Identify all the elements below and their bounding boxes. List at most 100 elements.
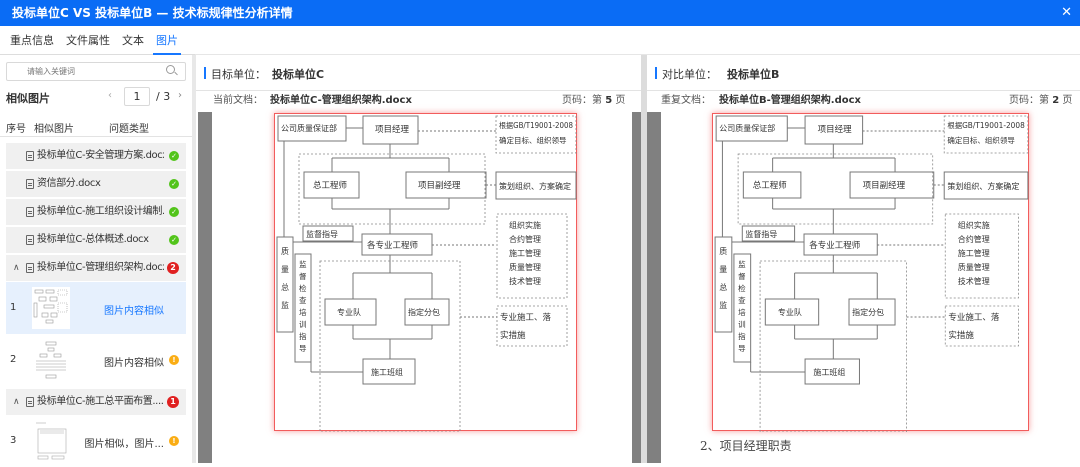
file-item[interactable]: 投标单位C-施工组织设计编制... ✓ (6, 199, 186, 225)
image-index: 1 (10, 302, 17, 313)
management-item: 合约管理 (958, 234, 990, 244)
tab-text[interactable]: 文本 (122, 34, 144, 47)
warning-icon: ! (169, 436, 179, 446)
pm-label: 项目经理 (375, 124, 410, 135)
inspection-char: 查 (738, 295, 746, 305)
column-header-index: 序号 (6, 124, 26, 135)
file-name: 投标单位C-总体概述.docx (37, 234, 149, 245)
search-input[interactable] (6, 62, 186, 81)
planning-box (943, 171, 1029, 200)
file-item[interactable]: 投标单位C-安全管理方案.docx ✓ (6, 143, 186, 169)
page-input[interactable]: 1 (124, 87, 150, 106)
issue-count-badge: 2 (167, 262, 179, 274)
image-item[interactable]: 1 图片内容相似 (6, 282, 186, 334)
section-title: 相似图片 (6, 92, 50, 105)
image-thumbnail (32, 339, 70, 381)
quality-director-box (276, 236, 294, 333)
implementation-box (944, 305, 1019, 347)
chief-engineer-box (742, 171, 802, 199)
duplicate-doc-label: 重复文档： (661, 95, 711, 106)
quality-director-char: 总 (281, 282, 289, 292)
issue-count-badge: 1 (167, 396, 179, 408)
planning-label: 策划组织、方案确定 (499, 181, 571, 191)
sidebar: 相似图片 ‹ 1 / 3 › 序号 相似图片 问题类型 投标单位C-安全管理方案… (0, 55, 192, 463)
check-icon: ✓ (169, 207, 179, 217)
crew-box (362, 358, 416, 385)
image-thumbnail (32, 420, 70, 462)
current-doc-label: 当前文档： (213, 95, 263, 106)
file-item-expanded[interactable]: ∧ 投标单位C-管理组织架构.docx 2 (6, 255, 186, 281)
inspection-char: 督 (738, 271, 746, 281)
tab-key-info[interactable]: 重点信息 (10, 34, 54, 47)
pane-divider[interactable] (641, 55, 647, 463)
target-doc-header: 当前文档： 投标单位C-管理组织架构.docx 页码：第 5 页 (196, 91, 641, 112)
chevron-right-icon[interactable]: › (178, 90, 182, 101)
file-item[interactable]: 资信部分.docx ✓ (6, 171, 186, 197)
column-header-image: 相似图片 (34, 124, 74, 135)
management-item: 施工管理 (509, 248, 541, 258)
implementation-label: 实措施 (948, 330, 974, 341)
subcontract-label: 指定分包 (852, 307, 884, 317)
tab-bar: 重点信息 文件属性 文本 图片 (0, 26, 195, 55)
document-icon (26, 397, 34, 407)
page-prefix: 页码：第 (1009, 95, 1049, 106)
issue-type: 图片内容相似 (104, 306, 164, 317)
image-item[interactable]: 3 图片相似，图片... ! (6, 415, 186, 467)
pm-label: 项目经理 (818, 124, 853, 135)
crew-label: 施工班组 (371, 367, 403, 377)
file-name: 投标单位C-安全管理方案.docx (37, 150, 164, 161)
issue-type: 图片内容相似 (104, 358, 164, 369)
inspection-char: 训 (738, 320, 746, 329)
image-item[interactable]: 2 图片内容相似 ! (6, 334, 186, 386)
file-item[interactable]: 投标单位C-总体概述.docx ✓ (6, 227, 186, 253)
implementation-label: 实措施 (500, 330, 526, 341)
window-titlebar: 投标单位C VS 投标单位B — 技术标规律性分析详情 ✕ (0, 0, 1080, 26)
crew-label: 施工班组 (813, 367, 845, 377)
inspection-char: 检 (738, 283, 746, 293)
pm-box (804, 115, 864, 145)
specialist-engineers-label: 各专业工程师 (809, 240, 861, 251)
chevron-up-icon[interactable]: ∧ (13, 263, 20, 273)
management-item: 质量管理 (958, 262, 990, 272)
check-icon: ✓ (169, 179, 179, 189)
org-chart: 公司质量保证部项目经理根据GB/T19001-2008确定目标、组织领导总工程师… (714, 115, 1029, 432)
crew-box (804, 358, 860, 385)
target-unit-header: 目标单位： 投标单位C (196, 55, 641, 91)
compare-unit-label: 对比单位： (662, 68, 717, 81)
inspection-box (294, 253, 312, 363)
tab-file-properties[interactable]: 文件属性 (66, 34, 110, 47)
supervision-label: 监督指导 (306, 229, 338, 239)
page-total: / 3 (156, 90, 171, 103)
compare-unit-header: 对比单位： 投标单位B (647, 55, 1080, 91)
subcontract-box (404, 298, 450, 326)
supervision-box (302, 225, 354, 242)
close-icon[interactable]: ✕ (1061, 5, 1072, 20)
inspection-char: 导 (299, 344, 307, 353)
current-doc-name: 投标单位C-管理组织架构.docx (270, 95, 412, 106)
file-name: 资信部分.docx (37, 178, 101, 189)
implementation-box (496, 305, 568, 347)
chief-engineer-label: 总工程师 (313, 180, 348, 191)
inspection-char: 检 (299, 283, 307, 293)
management-item: 组织实施 (958, 220, 990, 230)
inspection-char: 指 (738, 331, 746, 341)
quality-director-char: 量 (719, 265, 727, 274)
management-item: 技术管理 (509, 276, 541, 286)
sidebar-scrollbar[interactable] (192, 55, 196, 463)
chevron-up-icon[interactable]: ∧ (13, 397, 20, 407)
page-suffix: 页 (615, 95, 626, 106)
deputy-pm-label: 项目副经理 (418, 180, 461, 191)
search-icon[interactable] (166, 65, 175, 74)
document-icon (26, 179, 34, 189)
file-item-expanded[interactable]: ∧ 投标单位C-施工总平面布置.... 1 (6, 389, 186, 415)
inspection-box (733, 253, 752, 363)
warning-icon: ! (169, 355, 179, 365)
chief-engineer-label: 总工程师 (753, 180, 788, 191)
inspection-char: 培 (299, 307, 307, 317)
compare-unit-name: 投标单位B (727, 68, 780, 81)
chevron-left-icon[interactable]: ‹ (108, 90, 112, 101)
tab-images[interactable]: 图片 (153, 26, 181, 55)
inspection-char: 导 (738, 344, 746, 353)
